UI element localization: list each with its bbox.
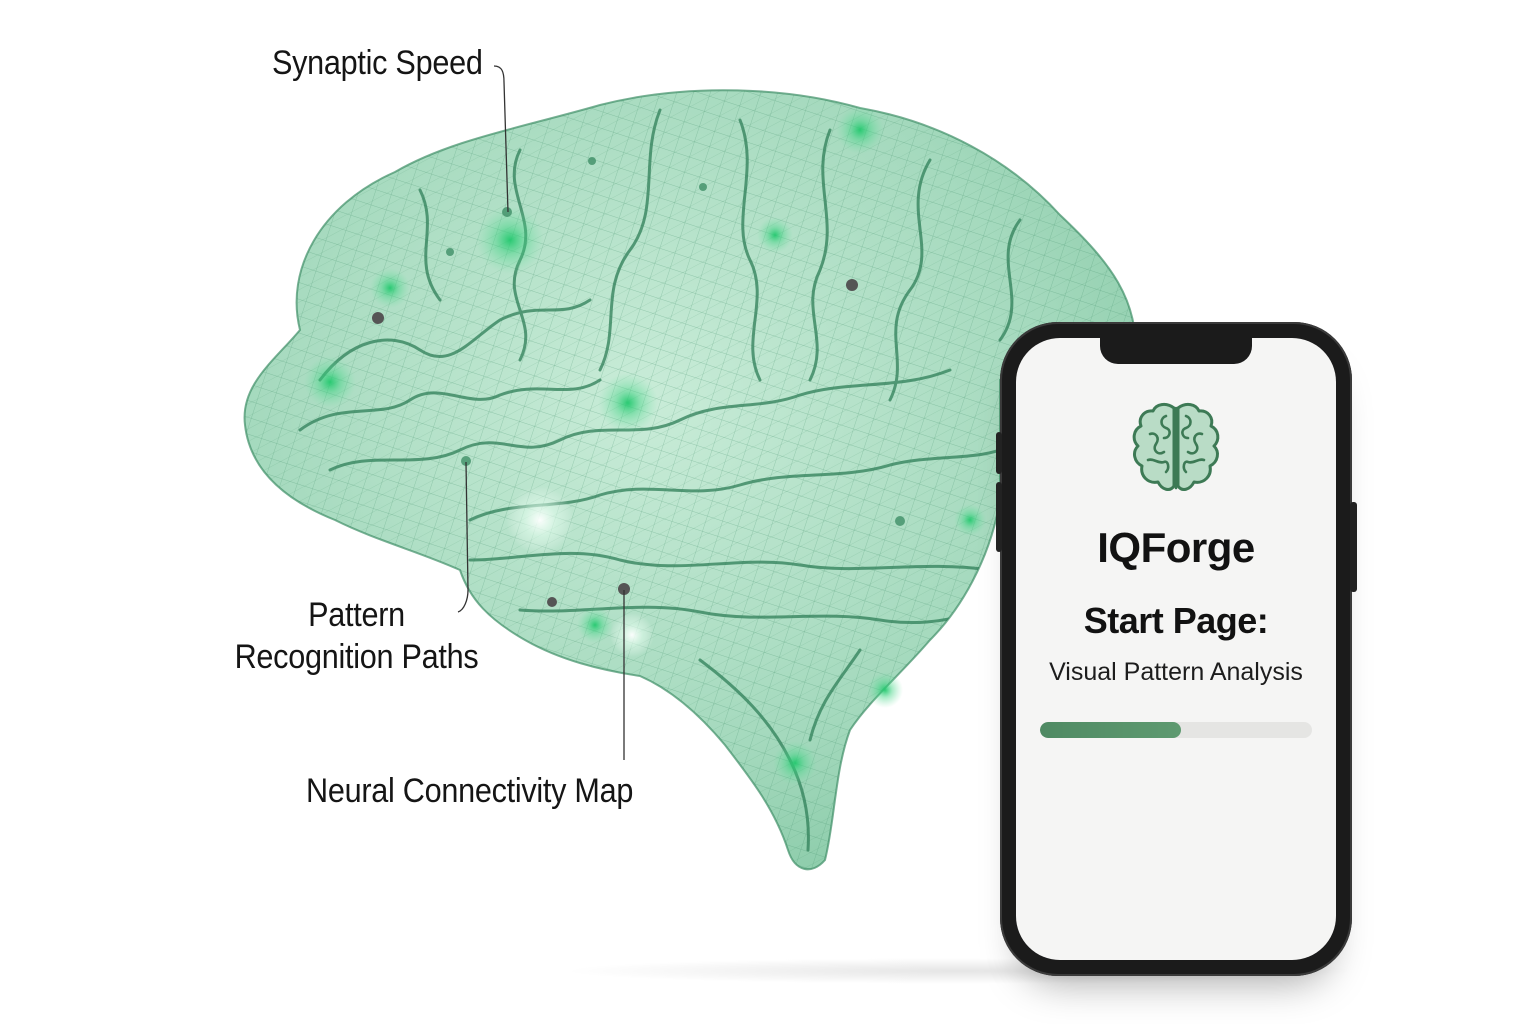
- progress-bar-fill: [1040, 722, 1182, 738]
- start-page-title: Start Page:: [1083, 600, 1269, 641]
- phone-mockup: IQForge Start Page: Visual Pattern Analy…: [996, 322, 1357, 976]
- neural-connectivity-label: Neural Connectivity Map: [306, 772, 634, 810]
- brain-icon: [1132, 402, 1220, 491]
- pattern-recognition-label: Pattern Recognition Paths: [226, 594, 487, 678]
- app-title: IQForge: [1097, 524, 1255, 571]
- power-button: [1350, 502, 1357, 592]
- callout-leader-lines: [457, 65, 625, 760]
- brain-glow-nodes: [304, 106, 986, 785]
- pattern-label-line-2: Recognition Paths: [234, 638, 479, 676]
- pattern-label-line-1: Pattern: [308, 596, 405, 634]
- phone-notch: [1100, 338, 1252, 364]
- start-page-subtitle: Visual Pattern Analysis: [1049, 658, 1303, 686]
- synaptic-speed-label: Synaptic Speed: [272, 44, 483, 82]
- pattern-leader-line: [457, 461, 469, 613]
- volume-up-button: [996, 432, 1002, 474]
- synaptic-leader-line: [493, 65, 509, 213]
- brain-dark-nodes: [372, 279, 858, 607]
- phone-screen: IQForge Start Page: Visual Pattern Analy…: [1016, 338, 1336, 960]
- brain-light-nodes: [446, 157, 905, 526]
- progress-bar: [1040, 722, 1312, 738]
- volume-down-button: [996, 482, 1002, 552]
